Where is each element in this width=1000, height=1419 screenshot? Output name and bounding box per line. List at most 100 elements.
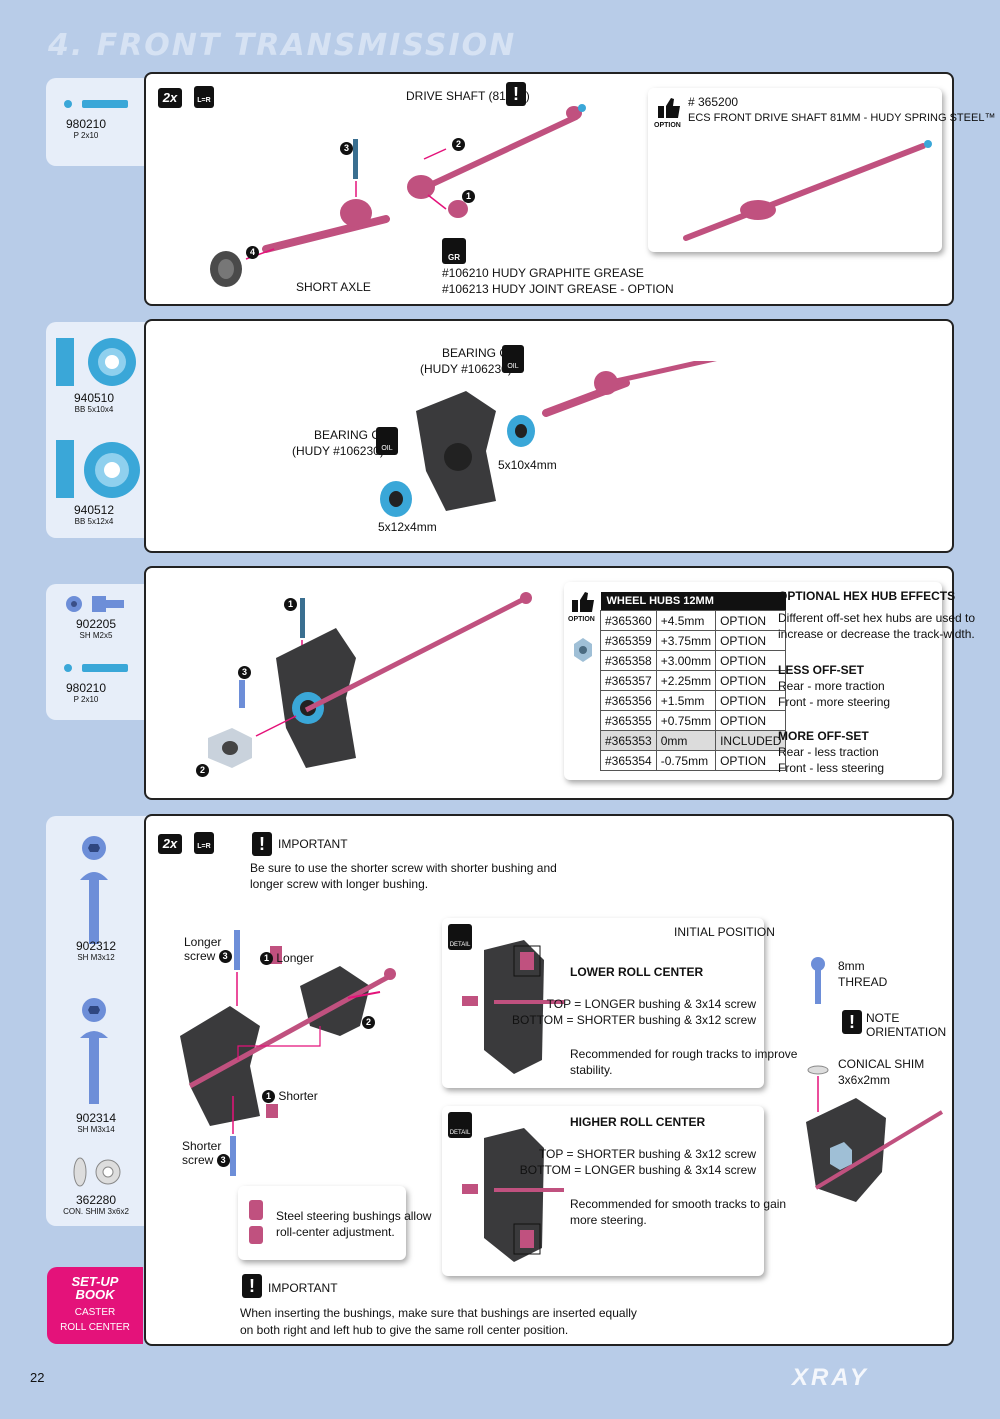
important2-text-2: on both right and left hub to give the s… <box>240 1323 569 1337</box>
parts-tab-step3: 902205 SH M2x5 980210 P 2x10 <box>46 584 146 720</box>
higher-roll-center-title: HIGHER ROLL CENTER <box>570 1115 706 1129</box>
detail-icon: DETAIL <box>448 1112 472 1138</box>
setup-book-line2: BOOK <box>75 1287 115 1302</box>
shorter-screw-label-2: screw 3 <box>182 1152 230 1168</box>
screw-icon-902312 <box>80 836 108 944</box>
more-offset-line-2: Front - less steering <box>778 761 885 775</box>
important-icon: ! <box>252 832 272 856</box>
important-icon-2: ! <box>242 1274 262 1298</box>
step-number-2: 2 <box>362 1016 375 1029</box>
left-right-icon: L=R <box>194 86 214 108</box>
oil-icon-left: OIL <box>376 427 398 455</box>
less-offset-title: LESS OFF-SET <box>778 663 865 677</box>
important-text-2: longer screw with longer bushing. <box>250 877 429 891</box>
step-number-3: 3 <box>340 142 353 155</box>
conical-shim-icon <box>73 1157 121 1187</box>
page-title: 4. FRONT TRANSMISSION <box>48 28 517 63</box>
thumbs-up-icon <box>656 96 682 120</box>
step-number-2: 2 <box>196 764 209 777</box>
part-902205: 902205 SH M2x5 <box>75 617 117 640</box>
grease-line-2: #106213 HUDY JOINT GREASE - OPTION <box>442 282 674 296</box>
parts-tab-step2: 940510 BB 5x10x4 940512 BB 5x12x4 <box>46 322 146 538</box>
steel-bushing-icon <box>249 1200 263 1244</box>
option-code: # 365200 <box>688 95 739 109</box>
effects-text-2: increase or decrease the track-width. <box>778 627 975 641</box>
page-number: 22 <box>30 1370 45 1385</box>
setup-book-topic2: ROLL CENTER <box>60 1322 130 1333</box>
step2-panel: BEARING OIL (HUDY #106230) OIL BEARING O… <box>144 319 954 553</box>
roll-center-assembly-diagram <box>180 930 396 1176</box>
longer-screw-label-2: screw 3 <box>184 948 232 964</box>
setup-book-tab[interactable]: SET-UP BOOK CASTER ROLL CENTER <box>47 1267 143 1344</box>
initial-position-label: INITIAL POSITION <box>674 925 775 939</box>
higher-bottom-text: BOTTOM = LONGER bushing & 3x14 screw <box>519 1163 756 1177</box>
step4-panel: 2x L=R ! IMPORTANT Be sure to use the sh… <box>144 814 954 1346</box>
bearing-icon-940512 <box>56 440 140 498</box>
setup-book-line1: SET-UP <box>71 1274 119 1289</box>
higher-rec-2: more steering. <box>570 1213 647 1227</box>
part-902312: 902312 SH M3x12 <box>75 939 117 962</box>
shorter-bushing-label: 1 Shorter <box>262 1088 318 1104</box>
important2-text-1: When inserting the bushings, make sure t… <box>240 1306 637 1320</box>
part-980210: 980210 P 2x10 <box>65 117 107 140</box>
option-icon-label: OPTION <box>568 616 595 623</box>
note-label-1: NOTE <box>866 1011 900 1025</box>
important2-label: IMPORTANT <box>268 1281 338 1295</box>
xray-logo: XRAY <box>792 1364 869 1391</box>
lower-top-text: TOP = LONGER bushing & 3x14 screw <box>546 997 756 1011</box>
important-label: IMPORTANT <box>278 837 348 851</box>
bearing-5x10x4-label: 5x10x4mm <box>498 458 557 472</box>
thread-label-1: 8mm <box>838 959 865 973</box>
part-902314: 902314 SH M3x14 <box>75 1111 117 1134</box>
higher-top-text: TOP = SHORTER bushing & 3x12 screw <box>538 1147 756 1161</box>
effects-title: OPTIONAL HEX HUB EFFECTS <box>778 589 956 603</box>
conical-shim-label-1: CONICAL SHIM <box>838 1057 925 1071</box>
screw-icon-902314 <box>80 998 108 1104</box>
hub-bearing-diagram <box>380 361 717 517</box>
table-header: WHEEL HUBS 12MM <box>600 592 786 611</box>
oil-icon-top: OIL <box>502 345 524 373</box>
pin-icon <box>64 664 128 672</box>
thumbs-up-icon <box>570 590 596 614</box>
shorter-screw-label-1: Shorter <box>182 1139 222 1153</box>
conical-shim-label-2: 3x6x2mm <box>838 1073 891 1087</box>
step-number-4: 4 <box>246 246 259 259</box>
parts-tab-step4: 902312 SH M3x12 902314 SH M3x14 362280 C… <box>46 816 146 1226</box>
step1-panel: 2x L=R DRIVE SHAFT (81mm) ! 3 2 1 4 SHOR… <box>144 72 995 306</box>
higher-roll-center-image <box>462 1128 564 1262</box>
step-number-3: 3 <box>238 666 251 679</box>
bushing-note-1: Steel steering bushings allow <box>276 1209 432 1223</box>
important-icon: ! <box>506 82 526 106</box>
more-offset-title: MORE OFF-SET <box>778 729 869 743</box>
setup-book-topic1: CASTER <box>74 1307 116 1318</box>
less-offset-line-1: Rear - more traction <box>778 679 885 693</box>
bearing-5x12x4-label: 5x12x4mm <box>378 520 437 534</box>
bushing-note-card: Steel steering bushings allow roll-cente… <box>238 1186 431 1260</box>
bushing-note-2: roll-center adjustment. <box>276 1225 395 1239</box>
final-assembly-diagram <box>806 957 944 1202</box>
important-text-1: Be sure to use the shorter screw with sh… <box>250 861 557 875</box>
quantity-badge: 2x <box>158 88 182 108</box>
oil-left-line1: BEARING OIL <box>314 428 391 442</box>
hex-hub-diagram <box>208 592 532 768</box>
grease-line-1: #106210 HUDY GRAPHITE GREASE <box>442 266 644 280</box>
lower-roll-center-title: LOWER ROLL CENTER <box>570 965 704 979</box>
drive-shaft-label: DRIVE SHAFT (81mm) <box>406 89 530 103</box>
thread-label-2: THREAD <box>838 975 888 989</box>
higher-rec-1: Recommended for smooth tracks to gain <box>570 1197 787 1211</box>
bearing-icon-940510 <box>56 338 136 386</box>
option-icon-label: OPTION <box>654 122 681 129</box>
oil-top-line2: (HUDY #106230) <box>420 362 512 376</box>
lower-roll-center-image <box>462 940 564 1074</box>
part-980210: 980210 P 2x10 <box>65 681 107 704</box>
short-axle-label: SHORT AXLE <box>296 280 371 294</box>
step-number-1: 1 <box>462 190 475 203</box>
drive-shaft-diagram <box>210 104 586 287</box>
